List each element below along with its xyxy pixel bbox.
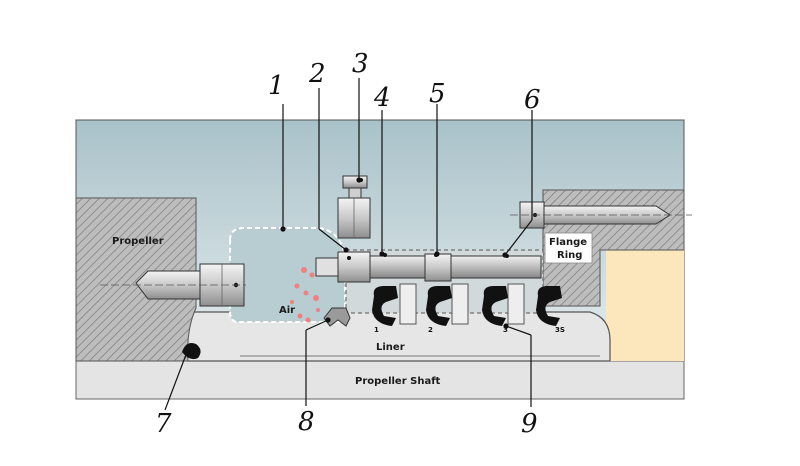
callout-4: 4 [373,83,391,113]
seal-fins [399,283,525,325]
seal-number-3s: 3S [555,326,565,334]
flange-ring-label-box [544,232,593,264]
propeller-bolt [100,263,246,307]
lip-seal-2 [426,286,452,326]
callout-6: 6 [524,85,541,115]
lip-seal-3s [536,286,562,326]
callout-8: 8 [298,407,315,437]
callout-3: 3 [352,49,369,79]
lip-seal-1 [372,286,398,326]
callout-1: 1 [268,71,285,101]
seal-number-3: 3 [503,326,508,334]
air-label: Air [279,305,295,316]
air-bubbles [290,267,320,323]
o-ring [182,343,201,360]
callout-leaders [164,78,533,411]
tie-bar [315,251,542,283]
lip-seal-3 [482,286,508,326]
propeller-label: Propeller [112,236,164,247]
vertical-bolt [337,175,371,239]
bearing-region [606,250,684,361]
seal-number-2: 2 [428,326,433,334]
lip-seals [372,286,562,326]
propeller-hub [75,197,197,362]
flange-ring-label-line1: Flange [549,237,587,248]
flange-ring-label-line2: Ring [557,250,582,261]
propeller-shaft-label: Propeller Shaft [355,376,441,387]
seal-number-1: 1 [374,326,379,334]
callout-2: 2 [308,59,326,89]
callout-7: 7 [155,409,172,439]
liner-label: Liner [376,342,405,353]
small-seal [323,307,351,327]
callout-5: 5 [429,79,446,109]
propeller-shaft [75,360,685,400]
callout-9: 9 [521,409,538,439]
